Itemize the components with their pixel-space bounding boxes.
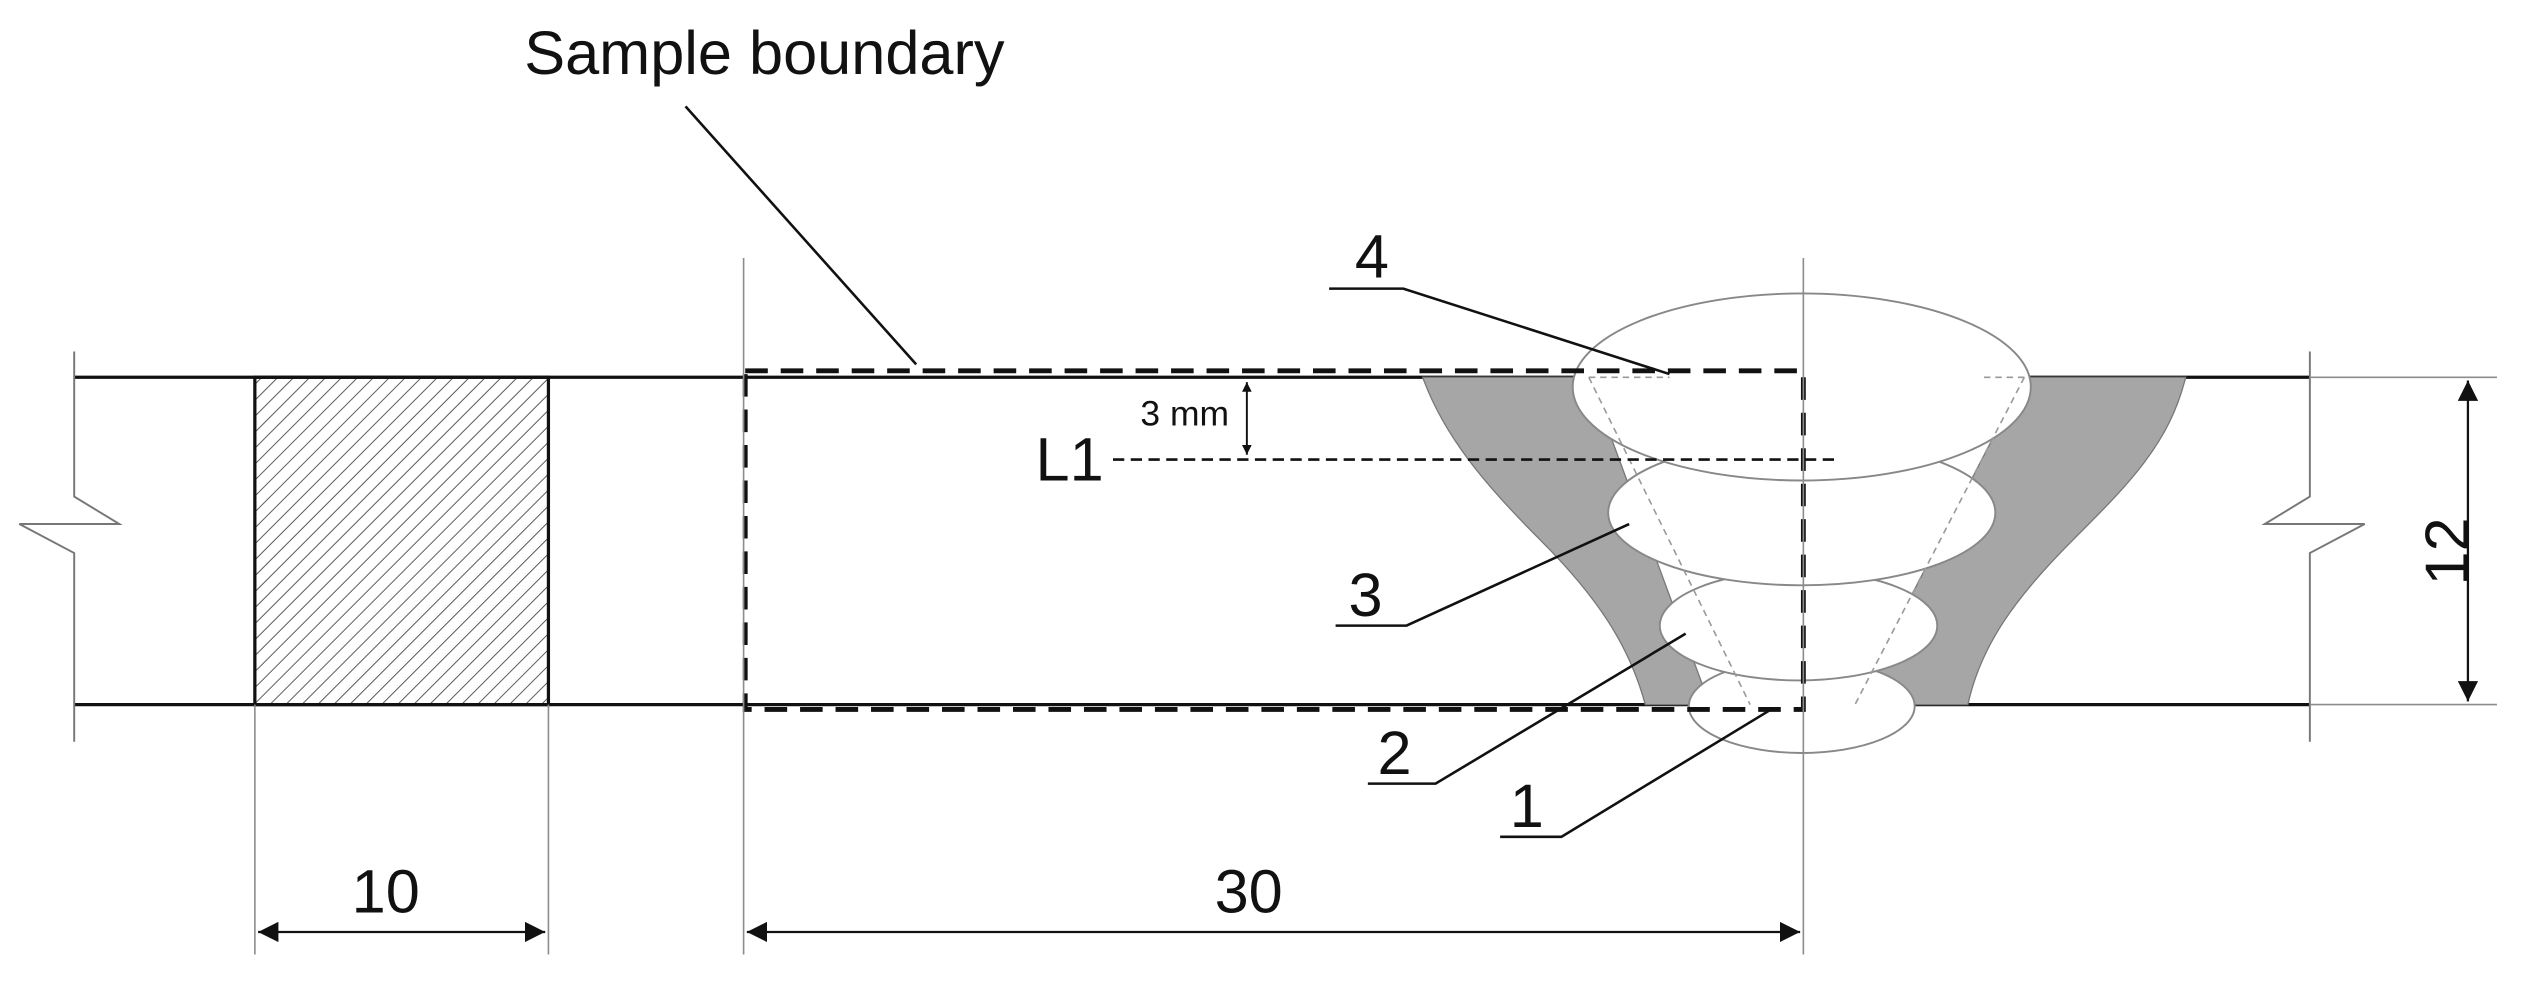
pass-2-label: 2 bbox=[1378, 719, 1412, 787]
dimension-10-label: 10 bbox=[352, 858, 420, 926]
pass-4-leader bbox=[1329, 287, 1670, 376]
groove-bevel-lines bbox=[1588, 376, 2026, 705]
dimension-12-label: 12 bbox=[2413, 517, 2481, 585]
pass-4-label: 4 bbox=[1355, 222, 1389, 290]
l1-label: L1 bbox=[1036, 425, 1104, 493]
sample-boundary-leader bbox=[684, 105, 918, 366]
pass-1-label: 1 bbox=[1510, 772, 1544, 840]
right-break-symbol bbox=[2261, 351, 2366, 742]
left-break-symbol bbox=[18, 351, 123, 742]
pass-2-leader bbox=[1367, 632, 1687, 785]
weld-pass-2 bbox=[1658, 569, 1939, 682]
hatched-specimen bbox=[253, 375, 551, 707]
dimension-30-label: 30 bbox=[1215, 858, 1283, 926]
leader-lines bbox=[684, 105, 1772, 839]
pass-1-leader bbox=[1500, 708, 1772, 839]
pass-3-leader bbox=[1335, 522, 1630, 627]
sample-boundary-label: Sample boundary bbox=[524, 19, 1005, 87]
guide-lines bbox=[254, 257, 2497, 955]
depth-label: 3 mm bbox=[1140, 394, 1229, 434]
pass-3-label: 3 bbox=[1348, 561, 1382, 629]
weld-passes bbox=[1571, 292, 2032, 754]
